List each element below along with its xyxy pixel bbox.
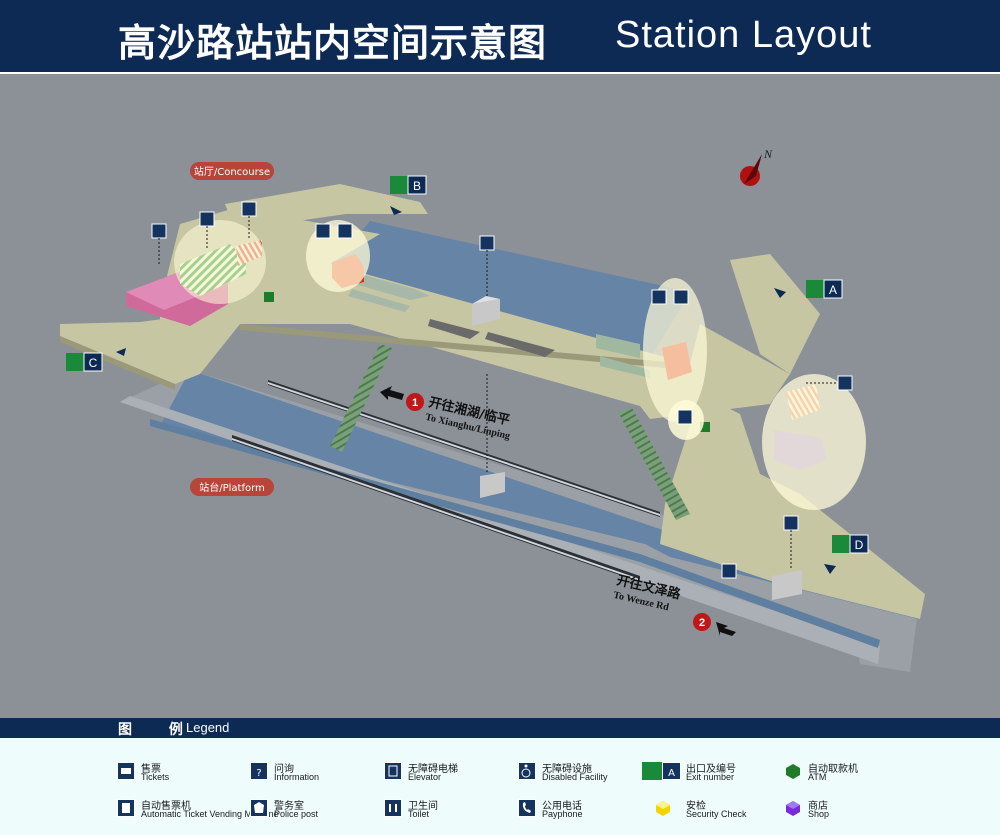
- exit-number-icon: A: [642, 762, 681, 780]
- exit-letter-d: D: [855, 538, 864, 552]
- payphone-icon: [677, 409, 693, 425]
- train-upper: [268, 380, 660, 517]
- police-icon: [250, 799, 268, 817]
- map-facility-icons: [151, 201, 853, 579]
- passage-exit-d: [660, 394, 925, 619]
- direction-1-number: 1: [412, 397, 418, 409]
- ticket-machine-icon: [117, 799, 135, 817]
- passage-exit-b: [225, 184, 428, 230]
- information-icon: ?: [250, 762, 268, 780]
- concourse-tag: 站厅/Concourse: [190, 162, 274, 180]
- legend-label-cn: 出口及编号: [686, 764, 736, 775]
- legend-label-cn: 问询: [274, 764, 294, 775]
- ticket-machine-icon: [241, 201, 257, 217]
- ticket-machine-icon: [837, 375, 853, 391]
- elevator-icon: [479, 235, 495, 251]
- passage-exit-c: [60, 314, 200, 384]
- train-lower: [232, 435, 640, 582]
- platform-level: [120, 370, 920, 672]
- legend-label-cn: 商店: [808, 801, 828, 812]
- exit-sign-c: C: [66, 352, 103, 372]
- legend-label-cn: 无障碍电梯: [408, 764, 458, 775]
- legend-label-en: Toilet: [408, 809, 430, 819]
- legend-panel: 图 例 Legend 售票 Tickets ? 问询 Information 无…: [0, 718, 1000, 835]
- tickets-icon: [315, 223, 331, 239]
- direction-2-number: 2: [699, 617, 705, 629]
- exit-letter-c: C: [89, 356, 98, 370]
- legend-label-en: Payphone: [542, 809, 583, 819]
- security-check-icon: [656, 801, 670, 816]
- legend-label-cn: 公用电话: [542, 801, 582, 812]
- elevator-shaft-d: [772, 570, 802, 600]
- exit-sample-letter: A: [668, 768, 675, 779]
- legend-label-en: ATM: [808, 772, 827, 782]
- legend-label-cn: 安检: [686, 801, 706, 812]
- elevator-shaft-platform: [480, 472, 505, 498]
- disabled-facility-icon: [721, 563, 737, 579]
- legend-label-cn: 自动售票机: [141, 801, 191, 812]
- elevator-shaft-center: [472, 296, 500, 326]
- legend-label-en: Elevator: [408, 772, 442, 782]
- title-bar: 高沙路站站内空间示意图 Station Layout: [0, 0, 1000, 75]
- legend-label-en: Security Check: [686, 809, 747, 819]
- legend-label-cn: 警务室: [274, 801, 304, 812]
- elevator-icon: [384, 762, 402, 780]
- elevator-icon: [783, 515, 799, 531]
- platform-tag: 站台/Platform: [190, 478, 274, 496]
- compass-icon: N: [740, 147, 773, 186]
- legend-label-en: Exit number: [686, 772, 735, 782]
- legend-label-cn: 自动取款机: [808, 764, 858, 775]
- exit-letter-b: B: [413, 179, 421, 193]
- concourse-tag-text: 站厅/Concourse: [194, 165, 270, 178]
- direction-1: 1 开往湘湖/临平 To Xianghu/Linping: [380, 386, 511, 442]
- page-title-en: Station Layout: [615, 14, 872, 56]
- exit-sign-d: D: [832, 534, 869, 554]
- legend-title-cn: 图 例: [118, 722, 199, 738]
- police-icon: [199, 211, 215, 227]
- svg-text:?: ?: [256, 768, 261, 779]
- legend-label-en: Police post: [274, 809, 319, 819]
- shop-icon: [786, 801, 800, 816]
- legend-title-en: Legend: [186, 720, 230, 735]
- legend-label-en: Automatic Ticket Vending Machine: [141, 809, 279, 819]
- legend-label-cn: 卫生间: [408, 801, 438, 812]
- tickets-icon: [651, 289, 667, 305]
- legend-label-en: Disabled Facility: [542, 772, 608, 782]
- tickets-icon: [117, 762, 135, 780]
- passage-exit-a: [730, 254, 820, 374]
- atm-icon: [700, 422, 710, 432]
- exit-letter-a: A: [829, 283, 837, 297]
- compass-label: N: [763, 147, 773, 161]
- payphone-icon: [518, 799, 536, 817]
- ticket-machine-icon: [673, 289, 689, 305]
- atm-icon: [786, 764, 800, 779]
- legend-label-en: Shop: [808, 809, 830, 819]
- station-map: B A C D N: [0, 74, 1000, 718]
- atm-icon: [264, 292, 274, 302]
- ticket-machine-icon: [337, 223, 353, 239]
- toilet-icon: [384, 799, 402, 817]
- toilet-icon: [151, 223, 167, 239]
- exit-sign-b: B: [390, 175, 427, 195]
- legend-label-cn: 无障碍设施: [542, 764, 592, 775]
- legend-label-en: Information: [274, 772, 320, 782]
- legend-label-cn: 售票: [141, 764, 161, 775]
- legend-label-en: Tickets: [141, 772, 170, 782]
- disabled-facility-icon: [518, 762, 536, 780]
- page-title-cn: 高沙路站站内空间示意图: [118, 21, 548, 65]
- exit-sign-a: A: [806, 279, 843, 299]
- exit-arrows: [116, 206, 836, 574]
- platform-tag-text: 站台/Platform: [199, 481, 265, 494]
- legend-header: 图 例 Legend: [0, 718, 1000, 738]
